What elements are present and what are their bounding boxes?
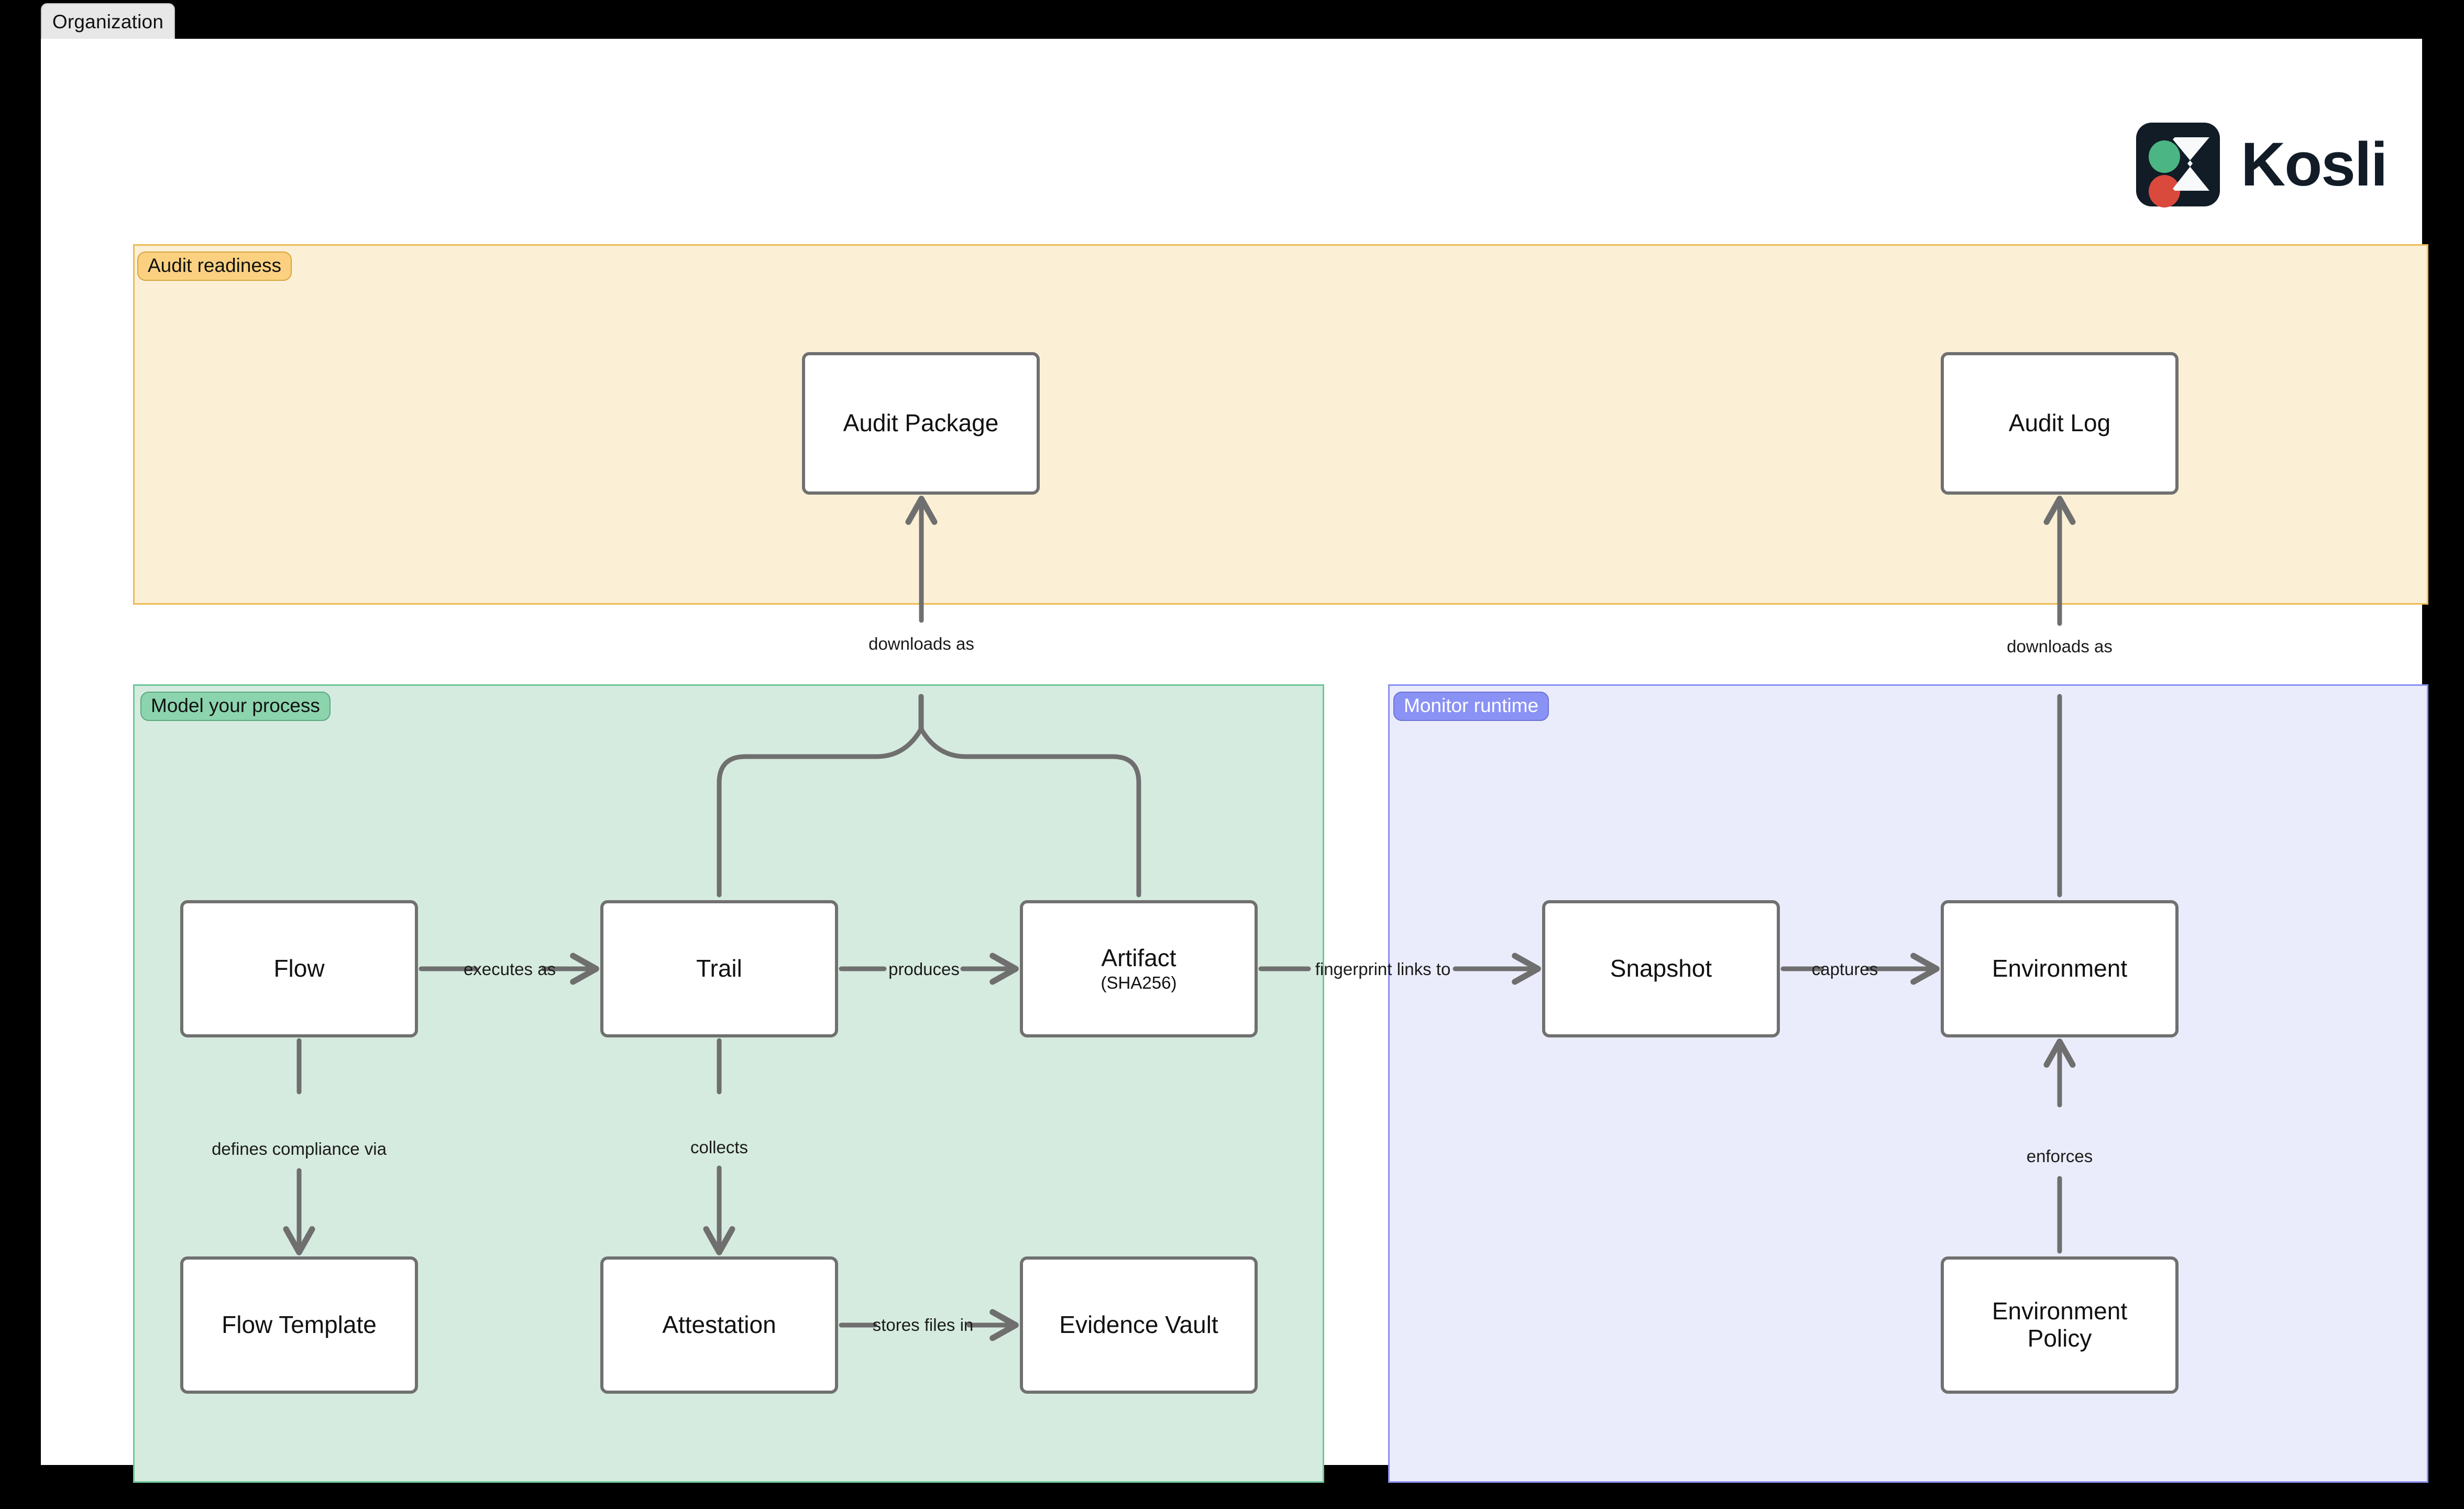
panel-monitor-runtime xyxy=(1388,684,2428,1483)
node-environment-label: Environment xyxy=(1992,955,2128,982)
edge-label-downloads-as-log: downloads as xyxy=(2007,636,2113,656)
node-environment-policy-line1: Environment xyxy=(1992,1297,2128,1325)
node-trail-label: Trail xyxy=(696,955,742,982)
edge-label-collects: collects xyxy=(690,1137,749,1157)
edge-label-produces: produces xyxy=(888,959,960,979)
node-snapshot[interactable]: Snapshot xyxy=(1542,900,1780,1037)
node-flow-template[interactable]: Flow Template xyxy=(180,1256,418,1394)
logo-k-chevron-icon xyxy=(2173,137,2209,191)
edge-label-executes-as: executes as xyxy=(463,959,556,979)
node-flow-label: Flow xyxy=(273,955,325,982)
node-attestation[interactable]: Attestation xyxy=(600,1256,838,1394)
node-evidence-vault[interactable]: Evidence Vault xyxy=(1020,1256,1258,1394)
node-attestation-label: Attestation xyxy=(662,1311,776,1339)
logo-red-dot-icon xyxy=(2149,175,2180,207)
kosli-logo: Kosli xyxy=(2136,117,2398,212)
node-audit-log-label: Audit Log xyxy=(2008,409,2111,437)
node-environment-policy[interactable]: Environment Policy xyxy=(1941,1256,2179,1394)
logo-green-dot-icon xyxy=(2149,140,2180,173)
kosli-wordmark: Kosli xyxy=(2241,130,2388,199)
kosli-logo-mark-icon xyxy=(2136,123,2220,207)
node-artifact-label: Artifact xyxy=(1101,944,1176,972)
node-snapshot-label: Snapshot xyxy=(1610,955,1712,982)
node-audit-log[interactable]: Audit Log xyxy=(1941,352,2179,495)
edge-label-fingerprint-links-to: fingerprint links to xyxy=(1315,959,1451,979)
node-audit-package[interactable]: Audit Package xyxy=(802,352,1040,495)
node-flow-template-label: Flow Template xyxy=(222,1311,377,1339)
node-evidence-vault-label: Evidence Vault xyxy=(1059,1311,1218,1339)
node-trail[interactable]: Trail xyxy=(600,900,838,1037)
panel-badge-audit-readiness: Audit readiness xyxy=(137,252,292,281)
edge-label-defines-compliance-via: defines compliance via xyxy=(212,1139,387,1158)
browser-tab-organization[interactable]: Organization xyxy=(41,3,175,40)
edge-label-downloads-as-package: downloads as xyxy=(868,633,974,653)
diagram-canvas: Kosli Audit readiness Model your process… xyxy=(41,39,2428,1483)
edge-label-enforces: enforces xyxy=(2026,1146,2093,1166)
panel-badge-monitor-runtime: Monitor runtime xyxy=(1393,692,1549,721)
node-environment-policy-line2: Policy xyxy=(2027,1325,2092,1352)
tab-label: Organization xyxy=(52,11,164,32)
node-flow[interactable]: Flow xyxy=(180,900,418,1037)
node-artifact[interactable]: Artifact (SHA256) xyxy=(1020,900,1258,1037)
panel-badge-model-your-process: Model your process xyxy=(140,692,331,721)
node-audit-package-label: Audit Package xyxy=(843,409,999,437)
node-artifact-sublabel: (SHA256) xyxy=(1101,972,1177,992)
edge-label-stores-files-in: stores files in xyxy=(872,1315,974,1335)
edge-label-captures: captures xyxy=(1811,959,1878,979)
node-environment[interactable]: Environment xyxy=(1941,900,2179,1037)
